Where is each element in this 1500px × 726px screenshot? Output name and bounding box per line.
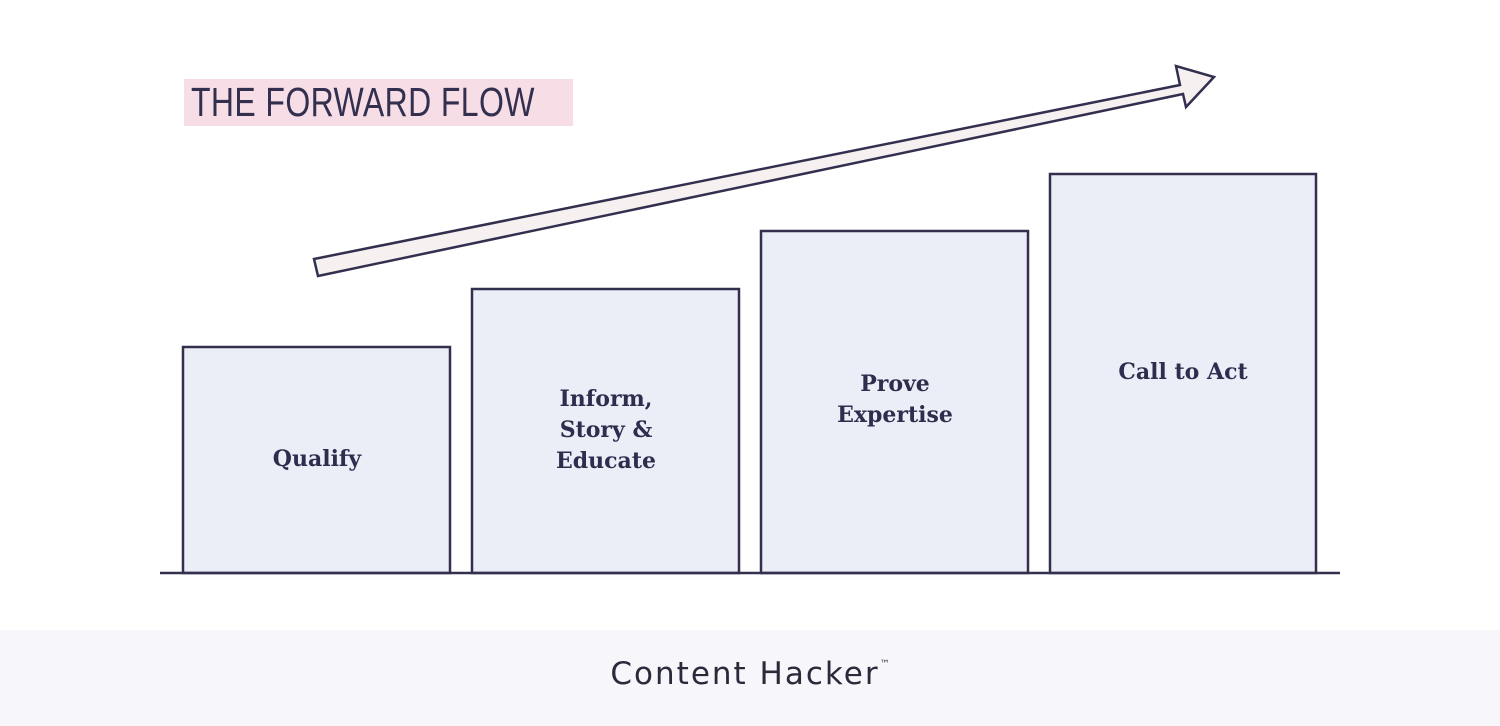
step-box-2 [470,287,741,575]
staircase-diagram [160,64,1340,575]
forward-arrow-shape [312,64,1217,278]
brand-name: Content Hacker [610,656,880,692]
step-label-call-to-act: Call to Act [1118,359,1248,385]
step-label-prove-expertise: Prove Expertise [837,371,953,428]
diagram-canvas: THE FORWARD FLOW Qualify Inform, Story &… [160,64,1340,575]
title-highlight: THE FORWARD FLOW [184,79,573,126]
diagram-title: THE FORWARD FLOW [191,79,535,125]
step-box-4 [1048,172,1318,575]
trademark-symbol: ™ [879,659,890,670]
step-label-qualify: Qualify [272,446,362,472]
step-box-3 [759,229,1030,575]
step-label-inform-story-educate: Inform, Story & Educate [556,386,656,474]
footer-bar: Content Hacker™ [0,630,1500,726]
step-box-1 [181,345,452,575]
brand-logo-text: Content Hacker™ [0,656,1500,692]
